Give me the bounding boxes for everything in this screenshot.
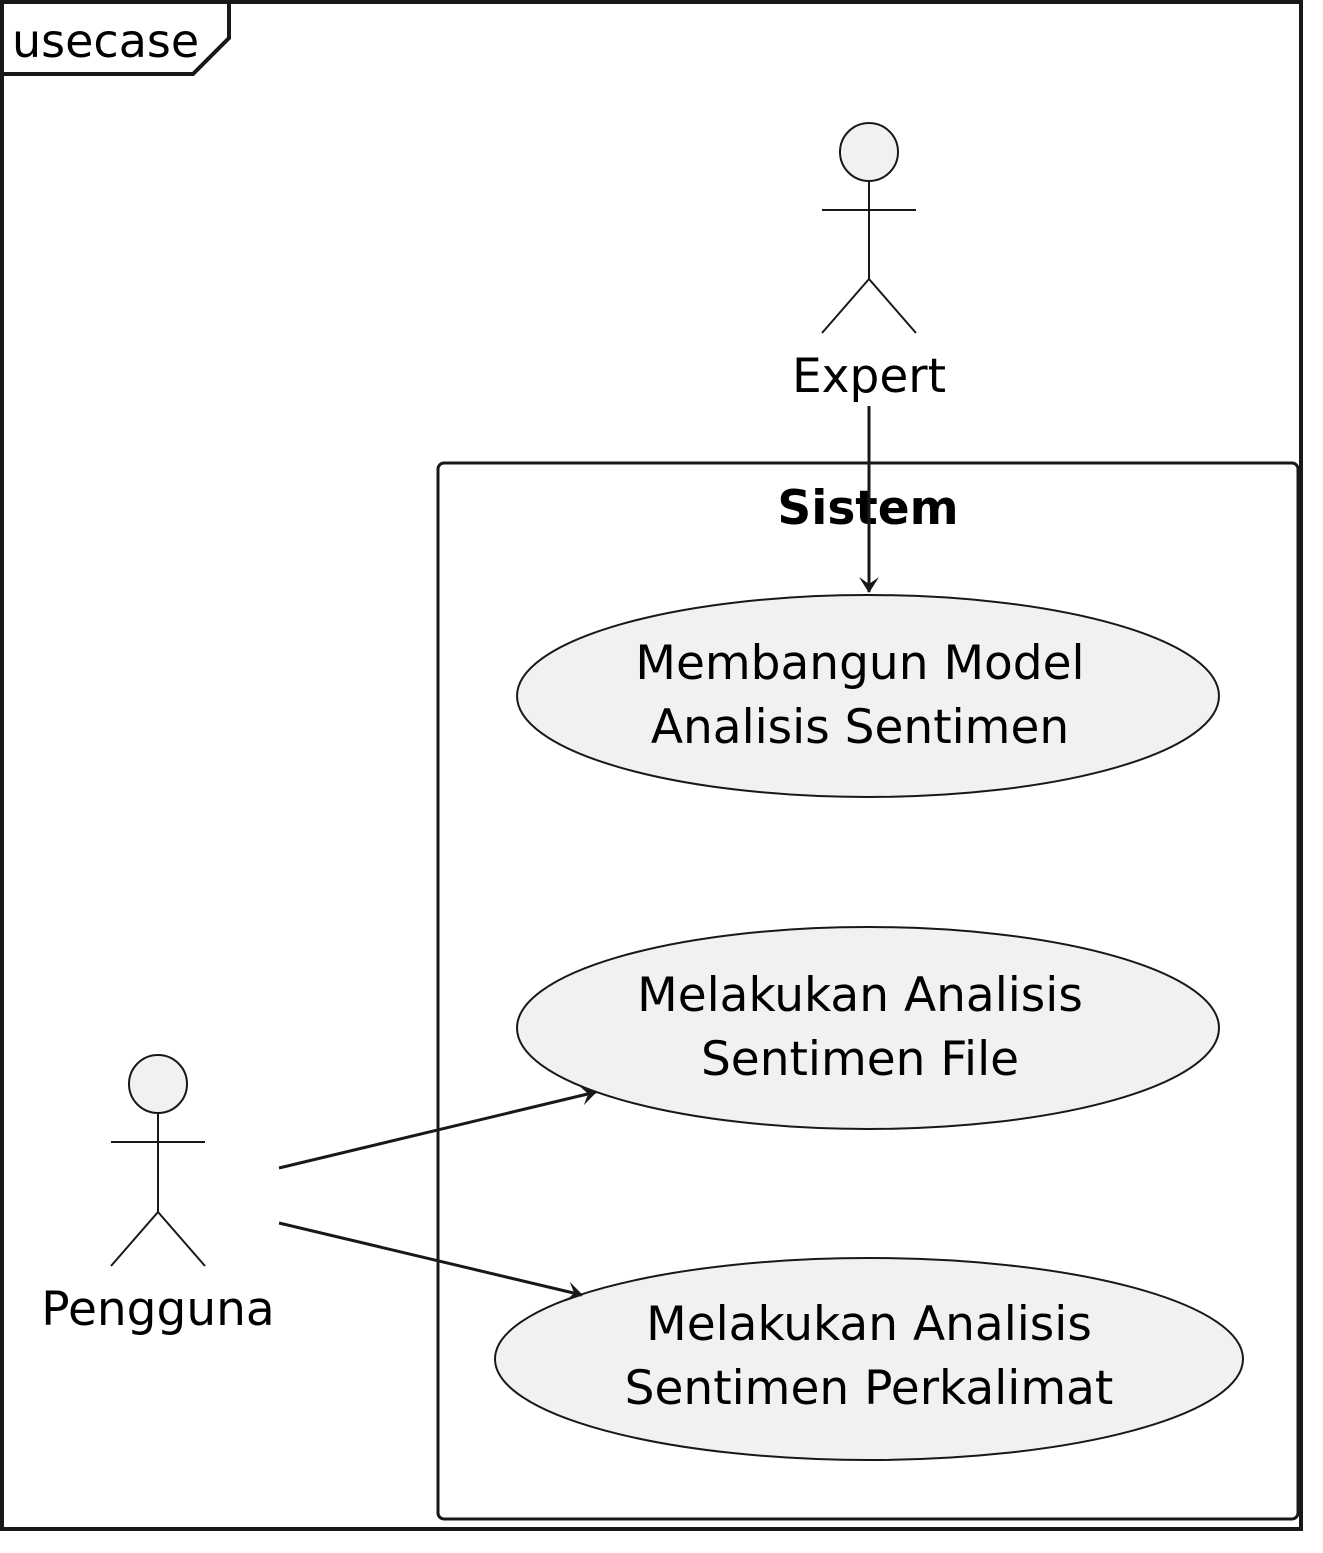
- usecase-analisis-file-line1: Melakukan Analisis: [637, 968, 1083, 1023]
- usecase-analisis-perkalimat[interactable]: Melakukan Analisis Sentimen Perkalimat: [494, 1257, 1244, 1461]
- association-pengguna-analisis-file: [278, 1085, 597, 1170]
- usecase-analisis-file-ellipse: [516, 926, 1220, 1130]
- frame-label: usecase: [12, 14, 199, 68]
- pengguna-left-leg: [110, 1211, 159, 1267]
- usecase-membangun-model-line1: Membangun Model: [635, 636, 1084, 691]
- usecase-analisis-file[interactable]: Melakukan Analisis Sentimen File: [516, 926, 1220, 1130]
- expert-head: [839, 122, 899, 182]
- pengguna-head: [128, 1054, 188, 1114]
- expert-label: Expert: [792, 349, 946, 404]
- usecase-membangun-model-line2: Analisis Sentimen: [651, 700, 1069, 755]
- usecase-membangun-model-ellipse: [516, 594, 1220, 798]
- actor-expert[interactable]: Expert: [792, 122, 946, 404]
- usecase-analisis-perkalimat-line1: Melakukan Analisis: [646, 1297, 1092, 1352]
- usecase-analisis-file-line2: Sentimen File: [701, 1032, 1019, 1087]
- usecase-analisis-perkalimat-line2: Sentimen Perkalimat: [625, 1361, 1114, 1416]
- pengguna-label: Pengguna: [41, 1282, 274, 1337]
- expert-left-leg: [821, 278, 870, 334]
- actor-pengguna[interactable]: Pengguna: [41, 1054, 275, 1337]
- association-pengguna-analisis-perkalimat: [278, 1221, 583, 1302]
- frame-tab: [2, 2, 231, 76]
- pengguna-right-leg: [157, 1211, 206, 1267]
- usecase-membangun-model[interactable]: Membangun Model Analisis Sentimen: [516, 594, 1220, 798]
- expert-right-leg: [868, 278, 917, 334]
- usecase-analisis-perkalimat-ellipse: [494, 1257, 1244, 1461]
